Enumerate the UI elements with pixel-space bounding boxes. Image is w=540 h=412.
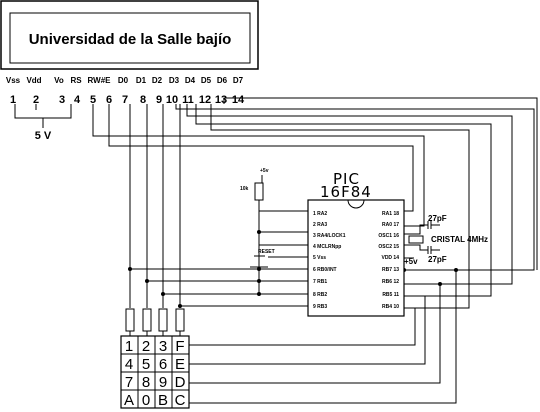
pic-left-pin: 8 RB2 xyxy=(313,292,327,298)
reset-label: RESET xyxy=(258,249,275,255)
crystal-oscillator: 27pF 27pF CRISTAL 4MHz +5v xyxy=(404,214,488,266)
pic-left-pin: 5 Vss xyxy=(313,255,326,261)
lcd-to-pic-wires xyxy=(92,97,538,309)
keypad-key[interactable]: 5 xyxy=(142,356,150,373)
keypad-key[interactable]: F xyxy=(175,338,184,355)
lcd-pin-number: 13 xyxy=(215,94,227,106)
lcd-pin-number: 12 xyxy=(199,94,211,106)
keypad-key[interactable]: 1 xyxy=(125,338,133,355)
pic-right-pin: RB5 11 xyxy=(382,292,399,298)
pic-right-pin: RA1 18 xyxy=(382,211,399,217)
lcd-pin-name: D1 xyxy=(136,76,147,85)
keypad-row-wires xyxy=(188,269,457,404)
lcd-pin-number: 3 xyxy=(59,94,65,106)
resistor xyxy=(142,308,152,332)
lcd-pin-number: 5 xyxy=(90,94,96,106)
pic-right-pin: RB7 13 xyxy=(382,267,399,273)
keypad-key[interactable]: 6 xyxy=(159,356,167,373)
keypad-key[interactable]: 7 xyxy=(125,374,133,391)
crystal-symbol xyxy=(408,235,424,244)
lcd-pin-numbers: 1 2 3 4 5 6 7 8 9 10 11 12 13 14 xyxy=(10,94,245,106)
lcd-pin-number: 10 xyxy=(166,94,178,106)
pic-right-pin: OSC2 15 xyxy=(378,244,399,250)
pic-left-pin: 1 RA2 xyxy=(313,211,327,217)
keypad-key[interactable]: 8 xyxy=(142,374,150,391)
keypad-key[interactable]: E xyxy=(175,356,185,373)
reset-resistor xyxy=(254,182,264,201)
keypad-key[interactable]: 2 xyxy=(142,338,150,355)
lcd-pin-number: 6 xyxy=(106,94,112,106)
cap-top-label: 27pF xyxy=(428,214,447,223)
crystal-label: CRISTAL 4MHz xyxy=(431,235,488,244)
keypad-key[interactable]: B xyxy=(158,392,168,409)
lcd-pin-number: 4 xyxy=(74,94,81,106)
lcd-pin-number: 7 xyxy=(122,94,128,106)
keypad-key[interactable]: C xyxy=(175,392,186,409)
pic-left-pin: 2 RA3 xyxy=(313,222,327,228)
keypad-key[interactable]: A xyxy=(124,392,134,409)
pic-left-pin: 7 RB1 xyxy=(313,279,327,285)
lcd-pin-name: RS xyxy=(70,76,82,85)
lcd-pin-name: D6 xyxy=(217,76,228,85)
pic-body xyxy=(307,199,405,317)
resistor-10k-label: 10k xyxy=(240,186,249,192)
pic-left-pin: 4 MCLRNpp xyxy=(313,244,341,250)
column-resistors xyxy=(125,308,185,338)
lcd-pin-name: D0 xyxy=(118,76,129,85)
resistor xyxy=(175,308,185,332)
lcd-module: Universidad de la Salle bajío xyxy=(0,0,259,70)
pic-right-pin: OSC1 16 xyxy=(378,233,399,239)
lcd-pin-names: Vss Vdd Vo RS RW#E D0 D1 D2 D3 D4 D5 D6 … xyxy=(6,76,244,85)
pic-left-pin: 6 RB0/INT xyxy=(313,267,337,273)
pic-chip: PIC 16F84 1 RA2 2 RA3 3 RA4/LOCK1 4 MCLR… xyxy=(307,170,405,317)
lcd-pin-number: 11 xyxy=(182,94,194,106)
lcd-pin-name: Vdd xyxy=(26,76,41,85)
lcd-pin-name: D5 xyxy=(201,76,212,85)
lcd-pin-name: RW#E xyxy=(88,76,112,85)
keypad-key[interactable]: 4 xyxy=(125,356,133,373)
resistor xyxy=(125,308,135,332)
lcd-pin-number: 1 xyxy=(10,94,16,106)
pic-title-line2: 16F84 xyxy=(320,183,372,201)
lcd-pin-number: 2 xyxy=(33,94,39,106)
lcd-pin-name: Vss xyxy=(6,76,21,85)
keypad-key[interactable]: 9 xyxy=(159,374,167,391)
lcd-pin-name: D2 xyxy=(152,76,163,85)
lcd-supply-net: 5 V xyxy=(14,104,72,142)
lcd-pin-name: Vo xyxy=(54,76,64,85)
keypad-key[interactable]: 3 xyxy=(159,338,167,355)
lcd-title: Universidad de la Salle bajío xyxy=(29,31,232,48)
cap-bottom-label: 27pF xyxy=(428,255,447,264)
keypad: 1 2 3 F 4 5 6 E 7 8 9 D A 0 B C xyxy=(120,335,190,409)
portb-low-wires xyxy=(130,268,308,307)
keypad-key[interactable]: D xyxy=(175,374,186,391)
pic-right-pin: RB4 10 xyxy=(382,304,399,310)
lcd-pin-name: D3 xyxy=(169,76,180,85)
pic-left-pin: 9 RB3 xyxy=(313,304,327,310)
lcd-pin-number: 9 xyxy=(156,94,162,106)
plus5v-right-label: +5v xyxy=(404,257,418,266)
pic-title-line1: PIC xyxy=(333,170,360,188)
plus5v-top-label: +5v xyxy=(260,168,269,174)
keypad-key[interactable]: 0 xyxy=(142,392,150,409)
pic-left-pin: 3 RA4/LOCK1 xyxy=(313,233,346,239)
pic-right-pin: RB6 12 xyxy=(382,279,399,285)
lcd-pin-name: D4 xyxy=(185,76,196,85)
supply-5v-label: 5 V xyxy=(35,130,52,142)
lcd-screen xyxy=(9,12,251,64)
pic-right-pin: RA0 17 xyxy=(382,222,399,228)
lcd-pin-number: 8 xyxy=(140,94,146,106)
column-wires xyxy=(129,104,181,308)
pic-notch xyxy=(347,199,365,209)
lcd-pin-name: D7 xyxy=(233,76,244,85)
pic-right-pin: VDD 14 xyxy=(381,255,399,261)
reset-circuit: +5v 10k RESET xyxy=(240,168,308,294)
resistor xyxy=(158,308,168,332)
lcd-pin-number: 14 xyxy=(232,94,245,106)
